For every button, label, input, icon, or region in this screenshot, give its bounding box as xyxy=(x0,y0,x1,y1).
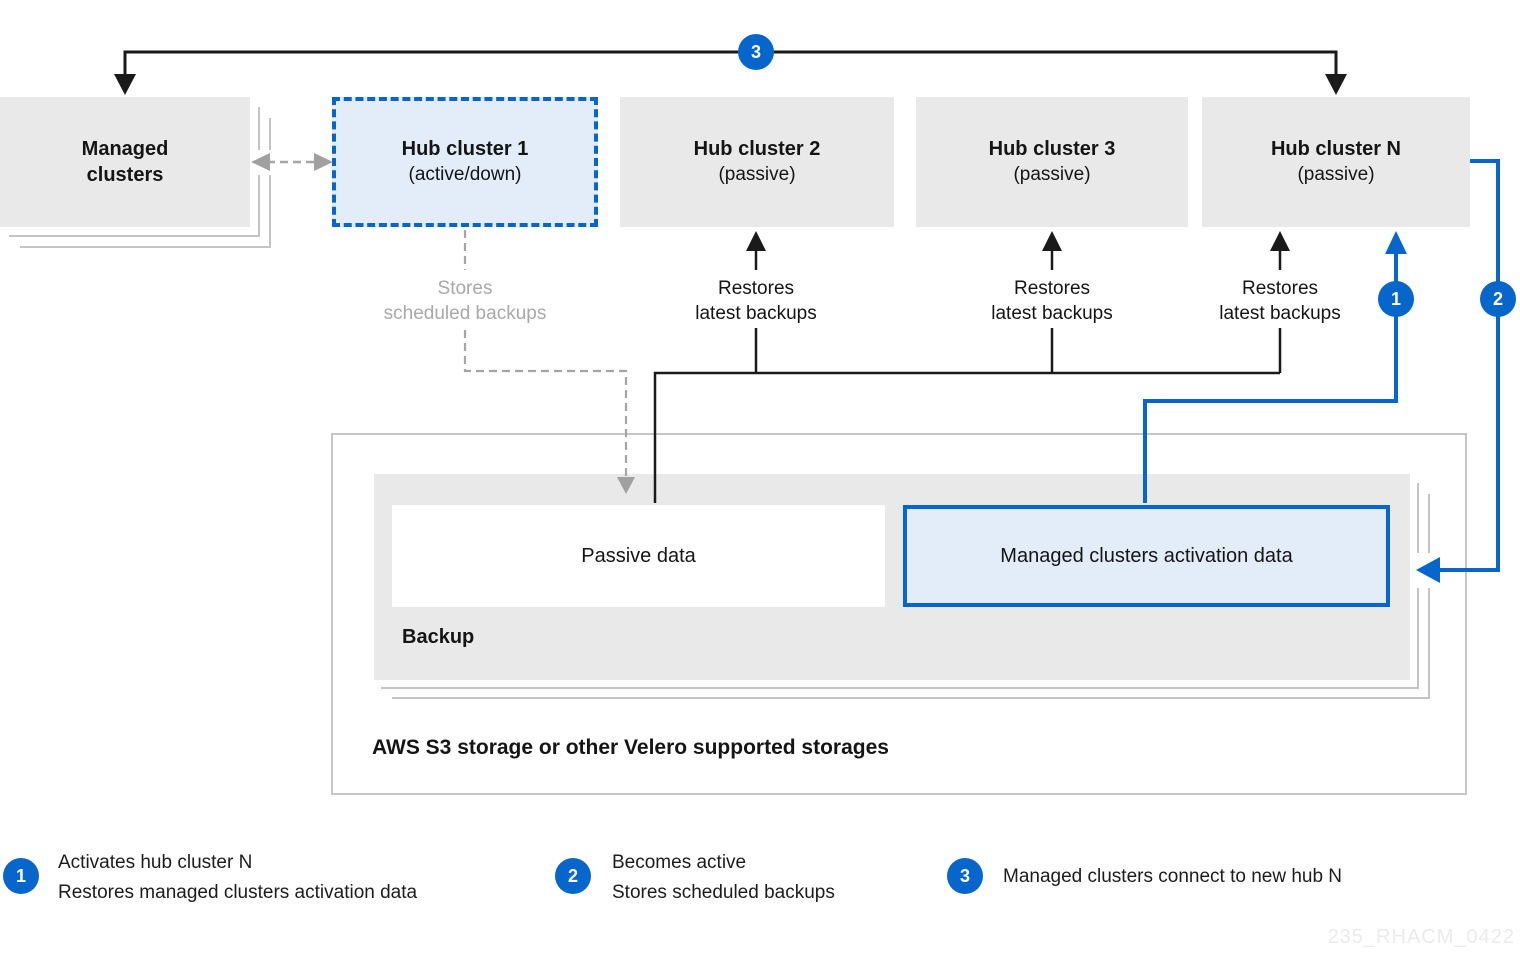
arrow-managed-hub1-dashed xyxy=(251,153,333,171)
label-restores-latest-backups-hubn: Restores latest backups xyxy=(1219,278,1341,324)
label-stores-scheduled-backups: Stores scheduled backups xyxy=(383,278,547,324)
passive-data-box: Passive data xyxy=(392,505,885,607)
aws-s3-storage-container: Passive data Managed clusters activation… xyxy=(331,433,1467,795)
node-hub-cluster-3: Hub cluster 3 (passive) xyxy=(916,97,1188,227)
passive-data-label: Passive data xyxy=(581,544,696,567)
node-managed-clusters: Managed clusters xyxy=(0,97,250,227)
legend-1-text: Activates hub cluster N Restores managed… xyxy=(58,852,418,903)
legend-3-badge: 3 xyxy=(947,858,983,894)
arrow-managed-to-hubn xyxy=(114,50,1347,95)
node-subtitle: (active/down) xyxy=(408,164,522,185)
node-hub-cluster-1: Hub cluster 1 (active/down) xyxy=(332,97,598,227)
node-title: Hub cluster 2 xyxy=(693,138,821,160)
node-subtitle: (passive) xyxy=(1297,164,1375,185)
activation-data-label: Managed clusters activation data xyxy=(1000,544,1293,567)
node-subtitle: (passive) xyxy=(1013,164,1091,185)
watermark-label: 235_RHACM_0422 xyxy=(1327,926,1515,948)
node-title: Hub cluster 3 xyxy=(988,138,1116,160)
backup-box: Passive data Managed clusters activation… xyxy=(374,474,1410,680)
legend-1-badge: 1 xyxy=(3,858,39,894)
aws-s3-storage-label: AWS S3 storage or other Velero supported… xyxy=(372,736,889,759)
label-restores-latest-backups-hub3: Restores latest backups xyxy=(991,278,1113,324)
label-restores-latest-backups-hub2: Restores latest backups xyxy=(695,278,817,324)
step-1-badge: 1 xyxy=(1378,281,1414,317)
node-hub-cluster-n: Hub cluster N (passive) xyxy=(1202,97,1470,227)
node-title: Hub cluster 1 xyxy=(401,138,529,160)
legend-3-text: Managed clusters connect to new hub N xyxy=(1003,866,1343,887)
backup-label: Backup xyxy=(402,626,475,648)
step-2-badge: 2 xyxy=(1480,281,1516,317)
arrows-restore-latest-backups xyxy=(746,231,1290,270)
legend-2-badge: 2 xyxy=(555,858,591,894)
node-title: Managed clusters xyxy=(81,138,169,186)
legend-2-text: Becomes active Stores scheduled backups xyxy=(612,852,835,903)
node-hub-cluster-2: Hub cluster 2 (passive) xyxy=(620,97,894,227)
node-subtitle: (passive) xyxy=(718,164,796,185)
step-3-badge: 3 xyxy=(738,34,774,70)
managed-clusters-activation-data-box: Managed clusters activation data xyxy=(903,505,1390,607)
node-title: Hub cluster N xyxy=(1270,138,1402,160)
